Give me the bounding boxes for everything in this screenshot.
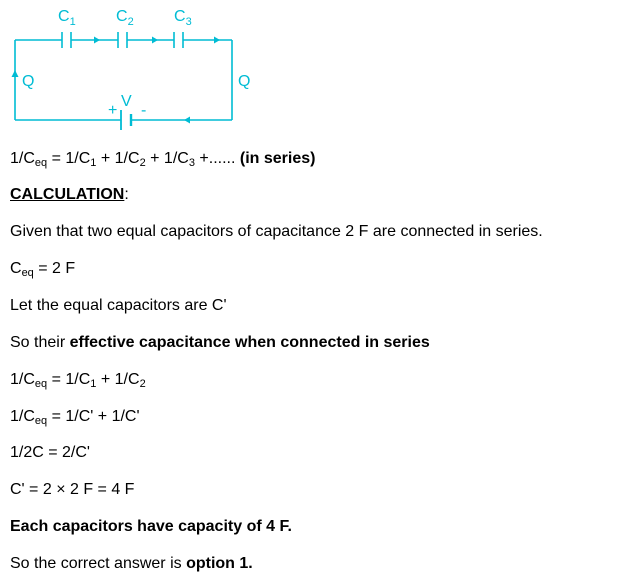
answer-statement: So the correct answer is option 1. bbox=[10, 555, 253, 572]
equation-1: 1/Ceq = 1/C1 + 1/C2 bbox=[10, 371, 146, 390]
arrow-up-icon bbox=[11, 70, 19, 77]
q-left-label: Q bbox=[22, 73, 34, 90]
ceq-value: Ceq = 2 F bbox=[10, 260, 76, 279]
current-arrows bbox=[11, 36, 220, 124]
q-right-label: Q bbox=[238, 73, 250, 90]
given-statement: Given that two equal capacitors of capac… bbox=[10, 223, 543, 240]
voltage-label: V bbox=[121, 93, 132, 110]
arrow-right-icon bbox=[94, 36, 100, 44]
each-capacitor-statement: Each capacitors have capacity of 4 F. bbox=[10, 518, 292, 535]
arrow-right-icon bbox=[152, 36, 158, 44]
c1-label: C1 bbox=[58, 8, 76, 28]
equation-2: 1/Ceq = 1/C' + 1/C' bbox=[10, 408, 140, 427]
arrow-left-icon bbox=[184, 116, 190, 124]
c2-label: C2 bbox=[116, 8, 134, 28]
let-statement: Let the equal capacitors are C' bbox=[10, 297, 227, 314]
equation-4: C' = 2 × 2 F = 4 F bbox=[10, 481, 135, 498]
circuit-labels: C1 C2 C3 Q Q V + - bbox=[22, 8, 250, 119]
plus-label: + bbox=[108, 102, 117, 119]
arrow-right-icon bbox=[214, 36, 220, 44]
circuit-diagram: C1 C2 C3 Q Q V + - bbox=[11, 8, 250, 130]
minus-label: - bbox=[141, 102, 146, 119]
c3-label: C3 bbox=[174, 8, 192, 28]
equation-3: 1/2C = 2/C' bbox=[10, 444, 90, 461]
series-formula: 1/Ceq = 1/C1 + 1/C2 + 1/C3 +...... (in s… bbox=[10, 150, 316, 169]
circuit-wires bbox=[14, 32, 233, 130]
calculation-heading: CALCULATION: bbox=[10, 186, 129, 203]
effective-statement: So their effective capacitance when conn… bbox=[10, 334, 430, 351]
